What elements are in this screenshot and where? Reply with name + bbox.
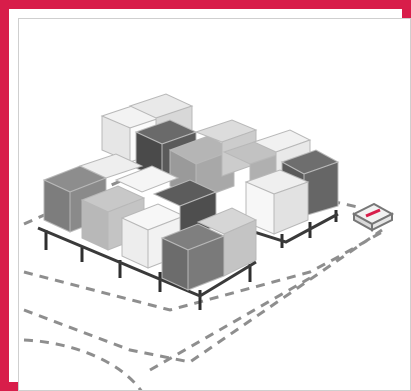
- storage-box-icon: [42, 93, 340, 291]
- agv-robot-icon: [351, 202, 395, 232]
- warehouse-illustration: [23, 93, 395, 390]
- illustration-panel: [18, 18, 411, 391]
- rack-shelf-icon: [37, 212, 339, 298]
